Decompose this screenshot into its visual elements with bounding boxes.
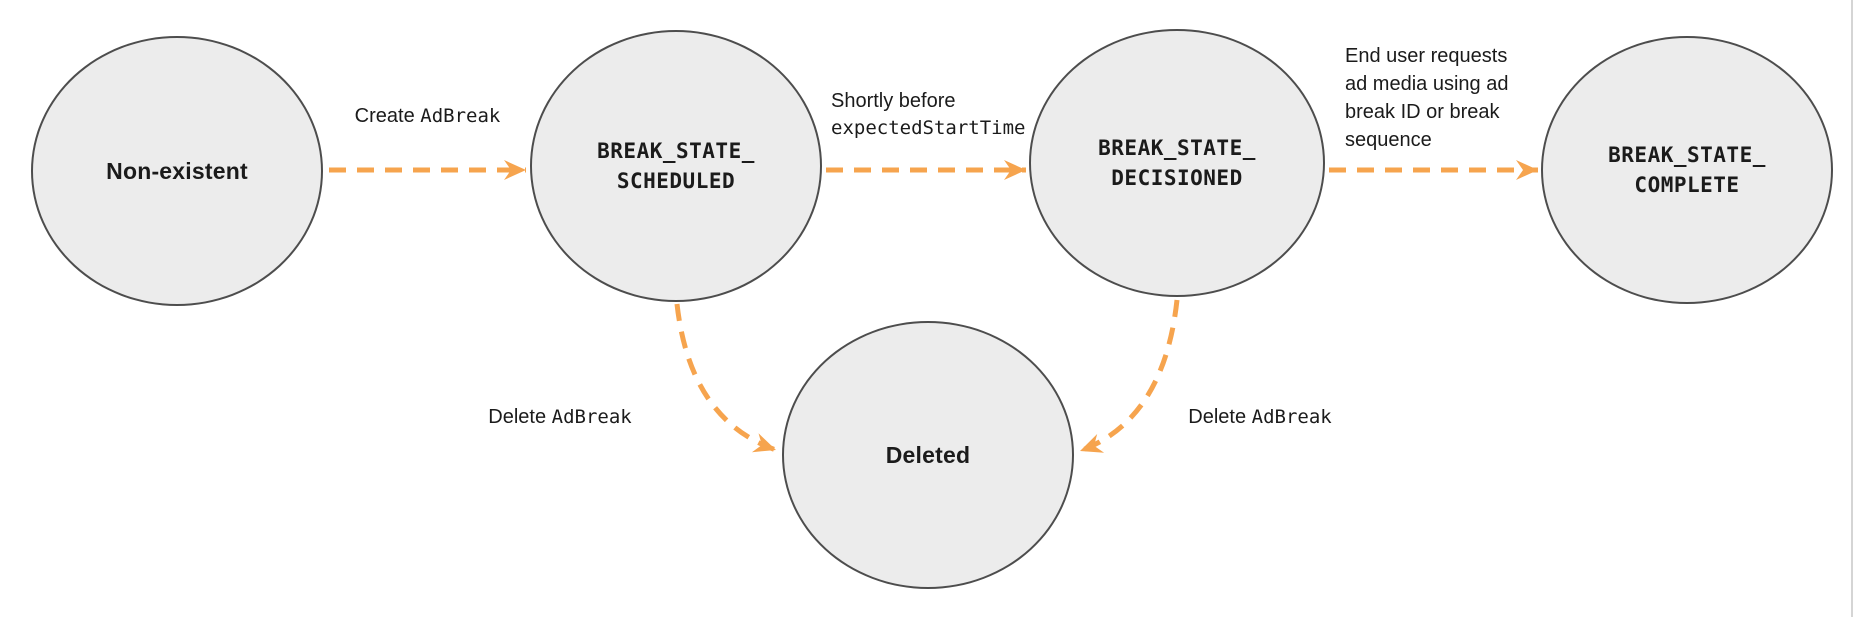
transition-end-user-label: End user requests ad media using ad brea… [1345, 45, 1509, 151]
state-break-state-decisioned: BREAK_STATE_ DECISIONED [1029, 29, 1325, 297]
state-label: BREAK_STATE_ SCHEDULED [597, 139, 755, 193]
transition-shortly-before-label: Shortly before expectedStartTime [831, 90, 1026, 139]
transition-delete-left-label: Delete AdBreak [488, 406, 632, 428]
state-break-state-complete: BREAK_STATE_ COMPLETE [1541, 36, 1833, 304]
state-label: BREAK_STATE_ COMPLETE [1608, 143, 1766, 197]
transition-delete-left-arrow [674, 303, 777, 453]
transition-delete-right-arrow [1079, 299, 1180, 454]
state-break-state-scheduled: BREAK_STATE_ SCHEDULED [530, 30, 822, 302]
content-right-border [1851, 0, 1853, 617]
state-deleted: Deleted [782, 321, 1074, 589]
state-label: BREAK_STATE_ DECISIONED [1098, 136, 1256, 190]
state-label: Deleted [885, 441, 971, 468]
state-non-existent: Non-existent [31, 36, 323, 306]
transition-delete-right-label: Delete AdBreak [1188, 406, 1332, 428]
state-label: Non-existent [106, 157, 248, 184]
transition-create-label: Create AdBreak [354, 105, 501, 127]
